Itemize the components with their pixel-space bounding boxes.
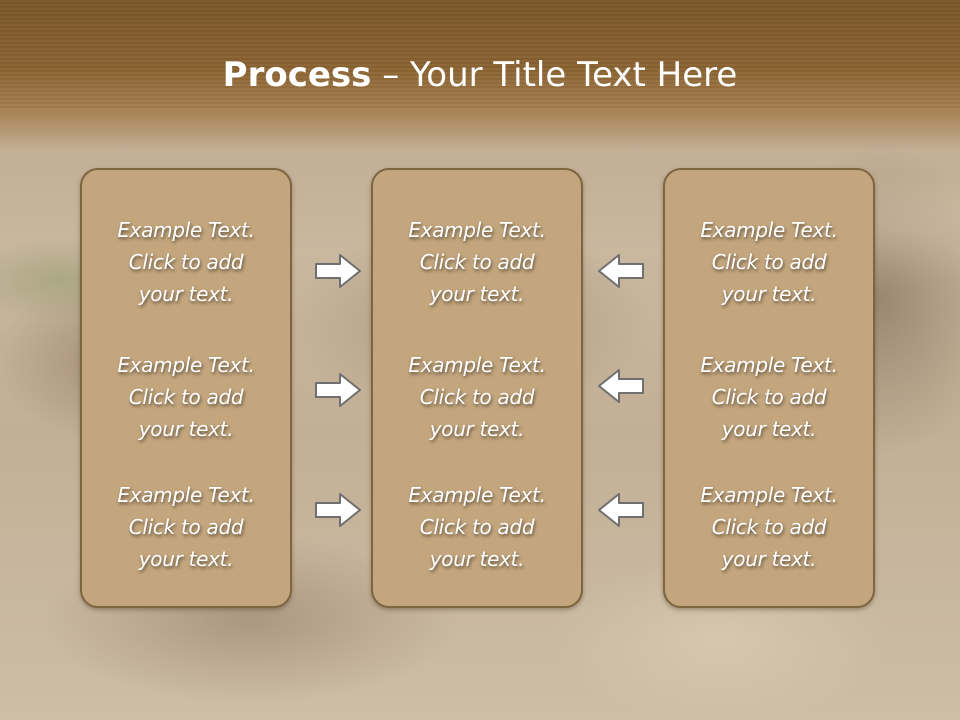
slide-title[interactable]: Process – Your Title Text Here [0, 54, 960, 96]
text-line: Example Text. [700, 353, 838, 377]
text-line: Click to add [419, 250, 535, 274]
text-line: your text. [138, 417, 234, 441]
title-banner [0, 0, 960, 150]
title-bold: Process [222, 55, 372, 95]
text-line: Example Text. [700, 218, 838, 242]
left-arrow-icon[interactable] [596, 251, 646, 291]
text-line: Click to add [128, 250, 244, 274]
right-arrow-icon[interactable] [313, 490, 363, 530]
text-block[interactable]: Example Text. Click to add your text. [82, 479, 290, 575]
text-block[interactable]: Example Text. Click to add your text. [665, 349, 873, 445]
text-line: your text. [138, 282, 234, 306]
text-line: Click to add [711, 250, 827, 274]
left-arrow-icon[interactable] [596, 490, 646, 530]
process-box-right[interactable]: Example Text. Click to add your text. Ex… [663, 168, 875, 608]
text-block[interactable]: Example Text. Click to add your text. [373, 479, 581, 575]
title-dash: – [371, 55, 411, 95]
text-line: Example Text. [700, 483, 838, 507]
process-box-center[interactable]: Example Text. Click to add your text. Ex… [371, 168, 583, 608]
text-line: your text. [429, 417, 525, 441]
text-line: Click to add [128, 515, 244, 539]
text-line: Click to add [711, 515, 827, 539]
text-block[interactable]: Example Text. Click to add your text. [665, 479, 873, 575]
text-line: Example Text. [408, 353, 546, 377]
process-box-left[interactable]: Example Text. Click to add your text. Ex… [80, 168, 292, 608]
right-arrow-icon[interactable] [313, 251, 363, 291]
text-line: your text. [721, 547, 817, 571]
text-line: your text. [138, 547, 234, 571]
text-line: Example Text. [117, 218, 255, 242]
title-banner-texture [0, 0, 960, 110]
text-line: your text. [721, 417, 817, 441]
text-line: Click to add [419, 385, 535, 409]
text-line: your text. [721, 282, 817, 306]
text-block[interactable]: Example Text. Click to add your text. [373, 349, 581, 445]
text-block[interactable]: Example Text. Click to add your text. [82, 349, 290, 445]
title-rest: Your Title Text Here [410, 55, 738, 95]
text-line: Example Text. [408, 483, 546, 507]
text-line: Example Text. [408, 218, 546, 242]
text-block[interactable]: Example Text. Click to add your text. [82, 214, 290, 310]
text-line: your text. [429, 547, 525, 571]
text-block[interactable]: Example Text. Click to add your text. [665, 214, 873, 310]
left-arrow-icon[interactable] [596, 366, 646, 406]
text-line: Click to add [128, 385, 244, 409]
text-line: Example Text. [117, 353, 255, 377]
right-arrow-icon[interactable] [313, 370, 363, 410]
text-line: Click to add [419, 515, 535, 539]
text-line: Click to add [711, 385, 827, 409]
text-line: your text. [429, 282, 525, 306]
text-block[interactable]: Example Text. Click to add your text. [373, 214, 581, 310]
text-line: Example Text. [117, 483, 255, 507]
